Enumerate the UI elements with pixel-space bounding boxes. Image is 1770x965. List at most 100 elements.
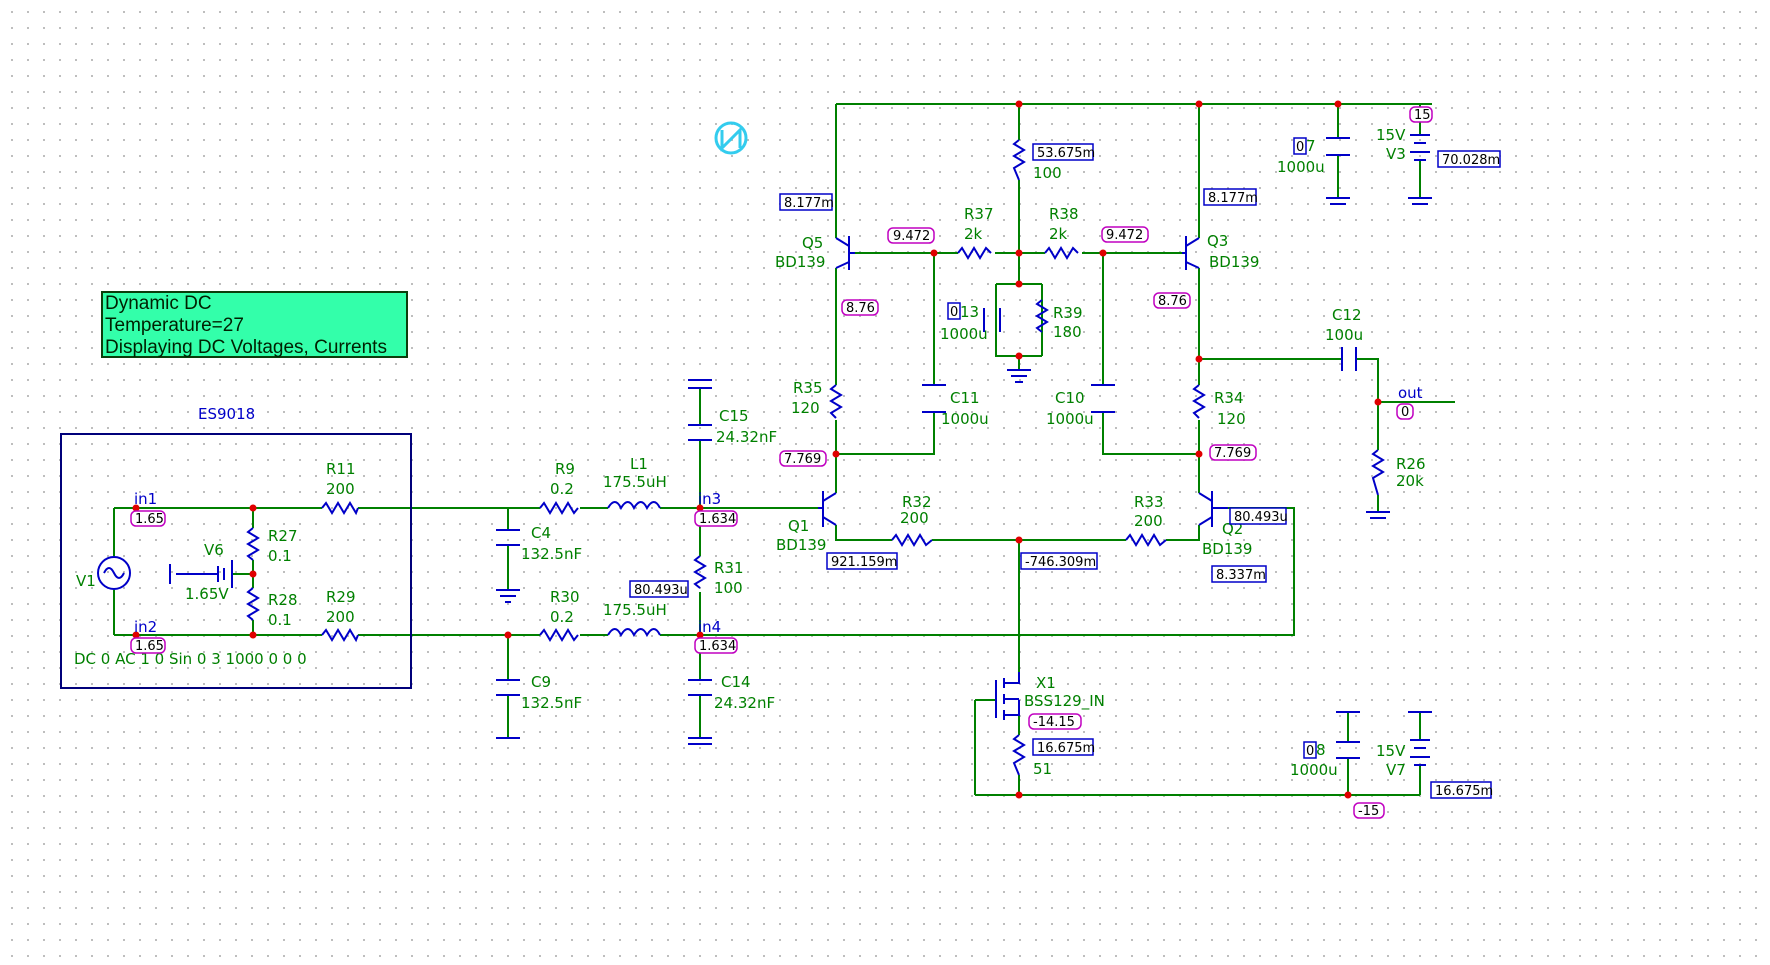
probe-i-r40: 53.675m [1037, 146, 1095, 161]
value-r33: 200 [1134, 512, 1163, 530]
value-v6: 1.65V [185, 585, 229, 603]
resistor-r38 [1044, 246, 1079, 260]
probe-i-q2-base: 80.493u [1234, 510, 1288, 525]
label-c14: C14 [721, 673, 751, 691]
component-labels: ES9018 DC 0 AC 1 0 Sin 0 3 1000 0 0 0 V1… [74, 126, 1426, 779]
label-r35: R35 [793, 379, 823, 397]
value-r28: 0.1 [268, 611, 292, 629]
resistor-r28 [246, 587, 260, 621]
info-line-display: Displaying DC Voltages, Currents [105, 337, 387, 358]
probe-i-c7: 0 [1296, 140, 1304, 155]
probe-v-q3-base: 9.472 [1106, 228, 1143, 243]
resistor-r35 [829, 384, 843, 419]
value-l1: 175.5uH [603, 473, 667, 491]
label-c13: 13 [960, 303, 979, 321]
es9018-block [60, 433, 412, 689]
resistor-r40 [1012, 139, 1026, 181]
value-r11: 200 [326, 480, 355, 498]
value-l2: 175.5uH [603, 601, 667, 619]
value-q2: BD139 [1202, 540, 1252, 558]
probe-i-v7: 16.675m [1435, 784, 1493, 799]
label-q5: Q5 [802, 234, 823, 252]
label-q3: Q3 [1207, 232, 1228, 250]
capacitor-c14 [688, 679, 712, 696]
label-v1: V1 [76, 572, 96, 590]
label-r39: R39 [1053, 304, 1083, 322]
current-probes: 8.177m 8.177m 53.675m 70.028m 0 0 0 921.… [629, 137, 1501, 799]
value-r35: 120 [791, 399, 820, 417]
ground-symbol [1366, 511, 1390, 519]
info-line-temperature: Temperature=27 [105, 315, 244, 336]
value-v7: 15V [1376, 742, 1406, 760]
probe-i-q5: 8.177m [784, 196, 834, 211]
label-v6: V6 [204, 541, 224, 559]
ground-symbol [688, 379, 712, 389]
resistor-r41 [1012, 734, 1026, 776]
probe-v-in2: 1.65 [135, 639, 164, 654]
probe-i-r31: 80.493u [634, 583, 688, 598]
label-c4: C4 [531, 524, 551, 542]
voltage-probes: 1.65 1.65 1.634 1.634 9.472 9.472 8.76 8… [130, 106, 1433, 819]
capacitor-c13 [983, 308, 1001, 332]
value-r26: 20k [1396, 472, 1424, 490]
value-r31: 100 [714, 579, 743, 597]
value-c14: 24.32nF [714, 694, 775, 712]
probe-v-in3: 1.634 [699, 512, 736, 527]
tina-logo-glyph [720, 126, 742, 152]
label-c9: C9 [531, 673, 551, 691]
ground-symbol [1326, 197, 1350, 205]
value-c11: 1000u [941, 410, 989, 428]
label-r32: R32 [902, 493, 932, 511]
node-in4: in4 [698, 618, 721, 636]
ground-symbol [688, 737, 712, 745]
value-x1: BSS129_IN [1024, 692, 1105, 711]
battery-v3 [1410, 134, 1430, 161]
resistor-r9 [539, 501, 579, 515]
voltage-source-v1 [97, 556, 131, 590]
probe-v-q5-emitter: 8.76 [846, 301, 875, 316]
probe-i-tail: -746.309m [1025, 555, 1096, 570]
value-r32: 200 [900, 509, 929, 527]
value-r29: 200 [326, 608, 355, 626]
value-q5: BD139 [775, 253, 825, 271]
label-r30: R30 [550, 588, 580, 606]
transistor-q1 [818, 491, 837, 527]
value-q3: BD139 [1209, 253, 1259, 271]
value-c12: 100u [1325, 326, 1363, 344]
value-r30: 0.2 [550, 608, 574, 626]
label-r11: R11 [326, 460, 356, 478]
resistor-r31 [693, 555, 707, 589]
value-c4: 132.5nF [521, 545, 582, 563]
value-c9: 132.5nF [521, 694, 582, 712]
value-c8: 1000u [1290, 761, 1338, 779]
ground-symbol [496, 589, 520, 603]
value-q1: BD139 [776, 536, 826, 554]
ground-symbol [1007, 369, 1031, 383]
label-r38: R38 [1049, 205, 1079, 223]
probe-i-q3: 8.177m [1208, 191, 1258, 206]
transistor-q5 [835, 236, 855, 270]
probe-v-vminus: -15 [1358, 804, 1379, 819]
label-r26: R26 [1396, 455, 1426, 473]
capacitor-c12 [1341, 347, 1357, 371]
battery-v7 [1410, 739, 1430, 766]
label-c15: C15 [719, 407, 749, 425]
resistor-r11 [321, 501, 359, 516]
resistor-r26 [1371, 449, 1385, 496]
ground-symbol [1408, 197, 1432, 205]
label-r31: R31 [714, 559, 744, 577]
probe-v-q1-collector: 7.769 [784, 452, 821, 467]
source-spec: DC 0 AC 1 0 Sin 0 3 1000 0 0 0 [74, 650, 307, 668]
resistor-r32 [891, 533, 933, 547]
label-r37: R37 [964, 205, 994, 223]
probe-i-r41: 16.675m [1037, 741, 1095, 756]
probe-v-in1: 1.65 [135, 512, 164, 527]
mosfet-x1 [995, 672, 1020, 720]
value-r9: 0.2 [550, 480, 574, 498]
resistor-r27 [246, 527, 260, 561]
node-in2: in2 [134, 618, 157, 636]
label-r9: R9 [555, 460, 575, 478]
label-l1: L1 [630, 455, 648, 473]
probe-v-vplus: 15 [1414, 108, 1431, 123]
